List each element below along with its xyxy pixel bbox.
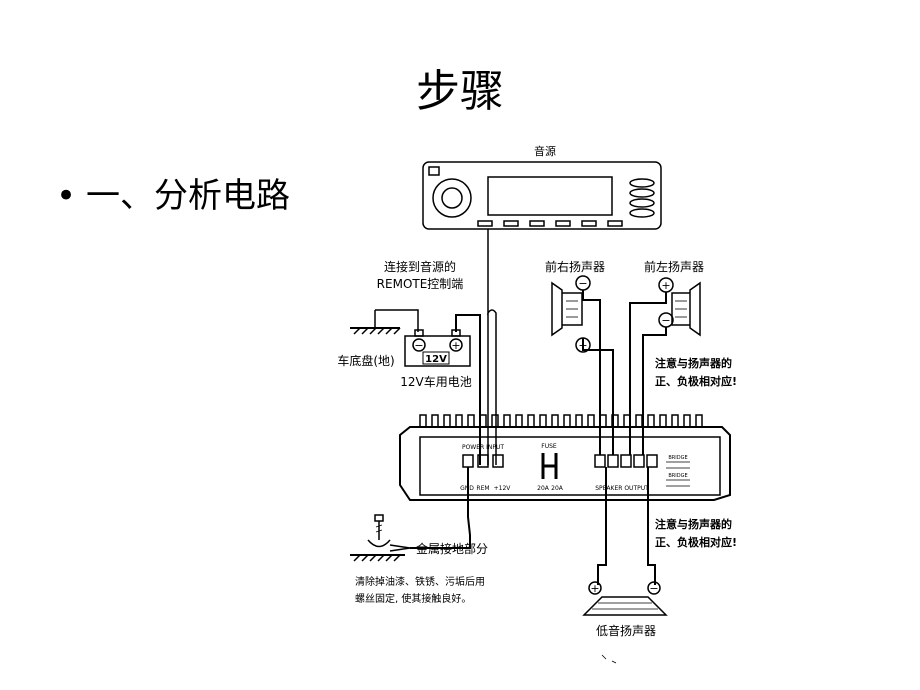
- speaker-output-label: SPEAKER OUTPUT: [595, 485, 649, 492]
- power-input-label: POWER INPUT: [462, 444, 504, 451]
- ground-label: 金属接地部分: [416, 541, 488, 556]
- wiring-diagram: − + − + + − + − 音源 连接到音源的 REMOTE控制端 车底盘(…: [337, 144, 737, 664]
- battery-label: 12V车用电池: [400, 374, 471, 389]
- bullet-item: •一、分析电路: [56, 168, 290, 217]
- terminal-12v-label: +12V: [494, 485, 512, 492]
- chassis-ground-symbol: [350, 309, 419, 335]
- remote-label-line2: REMOTE控制端: [377, 277, 464, 291]
- chassis-label: 车底盘(地): [337, 353, 394, 368]
- ground-note-line2: 螺丝固定, 使其接触良好。: [355, 592, 471, 605]
- front-left-label: 前左扬声器: [644, 259, 704, 274]
- amplifier: [399, 414, 731, 501]
- head-unit-side-buttons: [629, 178, 655, 218]
- fuse-rating-1: 20A: [537, 485, 550, 492]
- front-right-minus-sign: −: [578, 277, 587, 290]
- battery-voltage-text: 12V: [425, 354, 447, 365]
- bridge-label-1: BRIDGE: [668, 455, 687, 461]
- front-right-plus-sign: +: [578, 339, 587, 352]
- battery-minus-sign: −: [414, 339, 423, 352]
- front-right-label: 前右扬声器: [545, 259, 605, 274]
- bullet-dot: •: [56, 176, 77, 216]
- note1-line1: 注意与扬声器的: [655, 356, 732, 370]
- subwoofer-label: 低音扬声器: [596, 623, 656, 638]
- ground-note-line1: 清除掉油漆、铁锈、污垢后用: [355, 575, 485, 588]
- head-unit: [422, 161, 662, 230]
- head-unit-bottom-buttons: [477, 220, 623, 227]
- note1-line2: 正、负极相对应!: [655, 374, 737, 388]
- battery-plus-sign: +: [451, 339, 460, 352]
- fuse-rating-2: 20A: [551, 485, 564, 492]
- front-left-plus-sign: +: [661, 279, 670, 292]
- metal-ground-screw: [350, 514, 411, 562]
- terminal-gnd-label: GND: [460, 485, 474, 492]
- subwoofer-minus-sign: −: [649, 582, 658, 595]
- note2-line1: 注意与扬声器的: [655, 517, 732, 531]
- bullet-text: 一、分析电路: [86, 176, 290, 216]
- front-left-minus-sign: −: [661, 314, 670, 327]
- bridge-label-2: BRIDGE: [668, 473, 687, 479]
- terminal-rem-label: REM: [476, 485, 489, 492]
- subwoofer-plus-sign: +: [590, 582, 599, 595]
- note2-line2: 正、负极相对应!: [655, 535, 737, 549]
- battery: [404, 329, 471, 367]
- remote-label-line1: 连接到音源的: [384, 259, 456, 274]
- fuse-label: FUSE: [541, 443, 557, 450]
- slide-title: 步骤: [416, 66, 504, 117]
- head-unit-label: 音源: [534, 144, 556, 158]
- subwoofer: [582, 581, 668, 616]
